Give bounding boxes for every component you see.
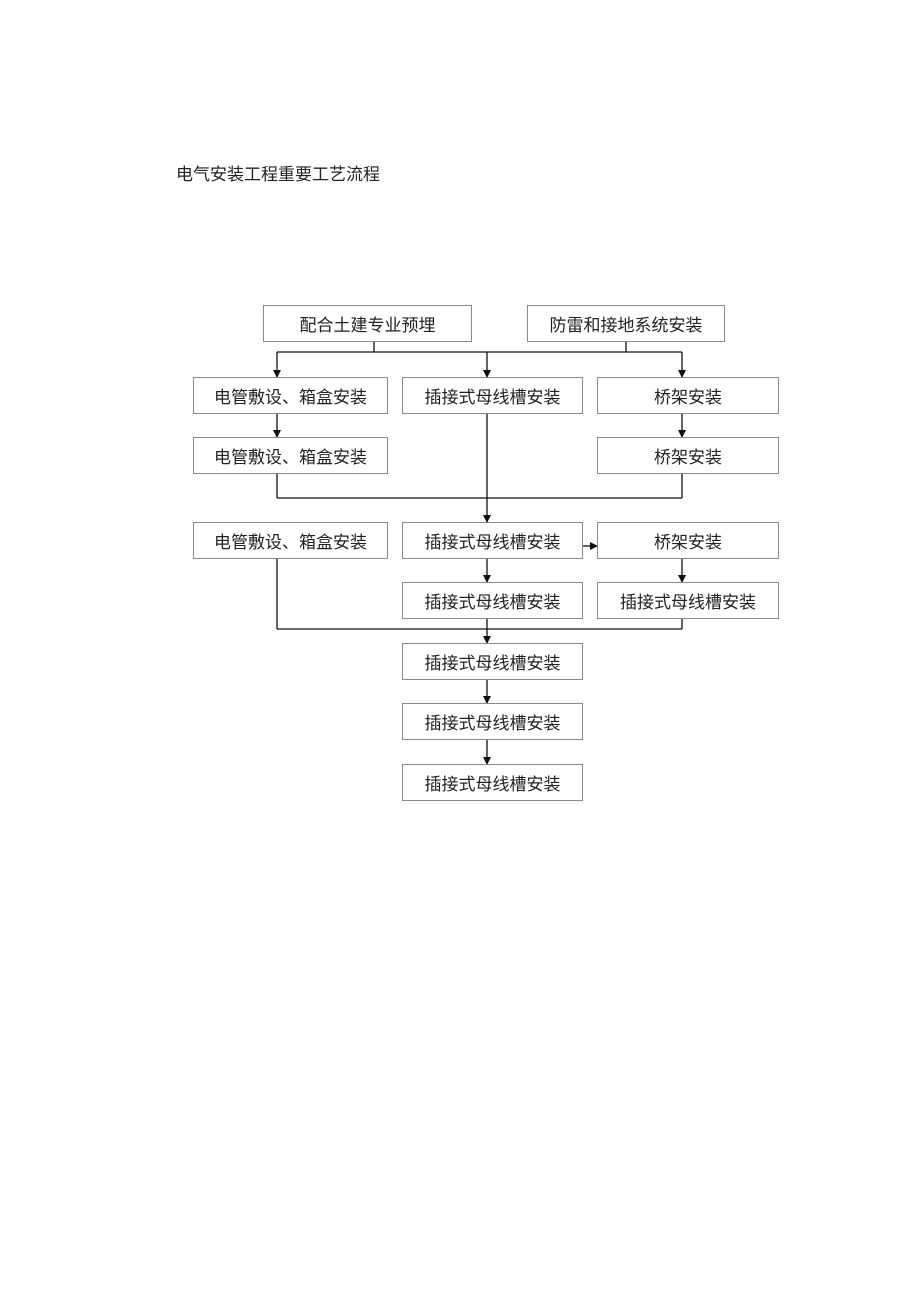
flow-node-busway: 插接式母线槽安装	[402, 522, 583, 559]
flow-node-busway: 插接式母线槽安装	[402, 377, 583, 414]
page-title: 电气安装工程重要工艺流程	[176, 165, 380, 185]
flow-node-cable-tray: 桥架安装	[597, 522, 779, 559]
flow-node-lightning-grounding: 防雷和接地系统安装	[527, 305, 725, 342]
flow-node-busway: 插接式母线槽安装	[402, 703, 583, 740]
flow-node-cable-tray: 桥架安装	[597, 437, 779, 474]
flow-node-conduit-boxes: 电管敷设、箱盒安装	[193, 377, 388, 414]
flow-node-conduit-boxes: 电管敷设、箱盒安装	[193, 437, 388, 474]
flow-node-busway: 插接式母线槽安装	[402, 643, 583, 680]
flow-node-cable-tray: 桥架安装	[597, 377, 779, 414]
flow-node-embed-with-civil: 配合土建专业预埋	[263, 305, 472, 342]
flow-node-busway: 插接式母线槽安装	[597, 582, 779, 619]
flow-node-busway: 插接式母线槽安装	[402, 582, 583, 619]
flow-node-busway: 插接式母线槽安装	[402, 764, 583, 801]
flow-node-conduit-boxes: 电管敷设、箱盒安装	[193, 522, 388, 559]
